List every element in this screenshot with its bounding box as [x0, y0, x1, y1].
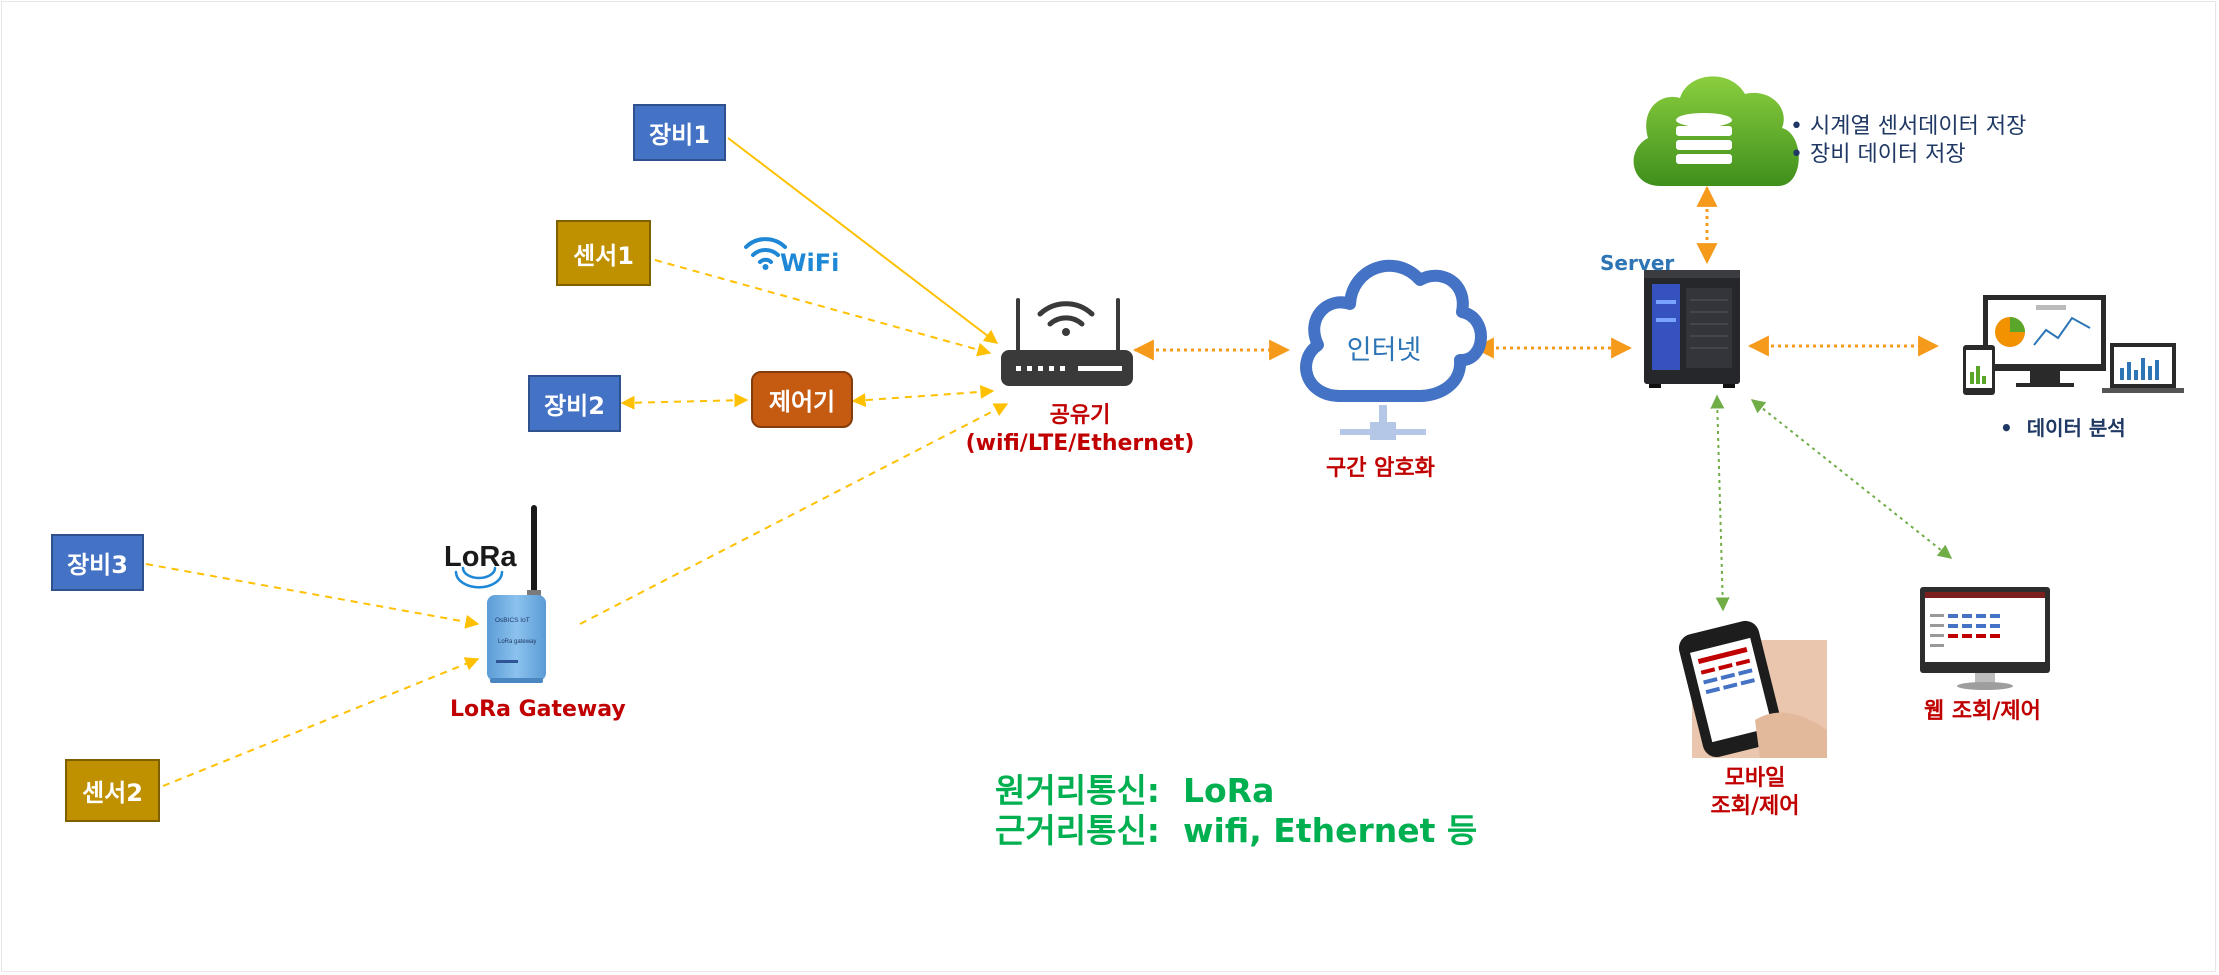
analysis-label: • 데이터 분석 — [2000, 416, 2126, 440]
mobile-label-line1: 모바일 — [1724, 766, 1786, 791]
lora-waves-icon — [454, 566, 504, 589]
mobile-label-line2: 조회/제어 — [1710, 794, 1800, 819]
router-label: 공유기 (wifi/LTE/Ethernet) — [960, 402, 1200, 458]
link-sensor1-router — [654, 259, 992, 357]
mobile-label: 모바일 조회/제어 — [1680, 765, 1830, 821]
summary-long-range-value: LoRa — [1182, 771, 1275, 810]
server-label: Server — [1600, 251, 1675, 275]
router-label-line2: (wifi/LTE/Ethernet) — [965, 431, 1195, 456]
lora-gateway-label: LoRa Gateway — [450, 697, 626, 722]
summary-short-range-label: 근거리통신: — [995, 811, 1160, 850]
sensor-1-box: 센서1 — [556, 220, 651, 286]
web-label: 웹 조회/제어 — [1924, 699, 2041, 724]
router-icon — [1001, 298, 1133, 386]
summary-long-range-label: 원거리통신: — [995, 771, 1160, 810]
link-device2-controller — [620, 393, 749, 410]
link-sensor2-gateway — [162, 657, 480, 787]
wifi-label: WiFi — [780, 249, 840, 277]
mobile-phone-icon — [1678, 620, 1827, 758]
gateway-brand-text: OsBICS IoT — [495, 617, 530, 624]
internet-label: 인터넷 — [1346, 335, 1422, 366]
link-server-web — [1750, 399, 1953, 559]
summary-short-range-value: wifi, Ethernet 등 — [1182, 811, 1478, 850]
summary-long-range: 원거리통신: LoRa — [995, 764, 1274, 812]
summary-short-range: 근거리통신: wifi, Ethernet 등 — [995, 804, 1477, 852]
analysis-label-text: 데이터 분석 — [2026, 416, 2126, 440]
router-label-line1: 공유기 — [1049, 403, 1111, 428]
link-server-mobile — [1710, 394, 1730, 612]
lora-gateway-device-icon: OsBICS IoT LoRa gateway — [487, 505, 546, 683]
storage-bullet-2-text: 장비 데이터 저장 — [1809, 142, 1966, 167]
storage-bullet-1: • 시계열 센서데이터 저장 — [1790, 114, 2027, 139]
device-2-box: 장비2 — [528, 375, 621, 432]
database-cloud-icon — [1633, 76, 1799, 186]
device-3-box: 장비3 — [51, 534, 144, 591]
link-device3-gateway — [145, 563, 480, 629]
gateway-model-text: LoRa gateway — [498, 639, 536, 645]
link-gateway-router — [579, 403, 1009, 625]
wifi-icon — [744, 237, 787, 270]
sensor-2-box: 센서2 — [65, 759, 160, 822]
device-1-box: 장비1 — [633, 104, 726, 161]
server-tower-icon — [1644, 270, 1740, 388]
web-monitor-icon — [1920, 587, 2050, 690]
storage-bullet-2: • 장비 데이터 저장 — [1790, 142, 1966, 167]
controller-box: 제어기 — [751, 371, 853, 428]
lora-logo-text: LoRa — [444, 541, 517, 573]
internet-cloud-icon — [1300, 259, 1487, 440]
storage-bullet-1-text: 시계열 센서데이터 저장 — [1809, 114, 2027, 139]
encryption-label: 구간 암호화 — [1326, 456, 1435, 481]
link-device1-router — [727, 137, 999, 344]
analytics-devices-icon — [1963, 295, 2184, 395]
link-controller-router — [851, 384, 995, 408]
